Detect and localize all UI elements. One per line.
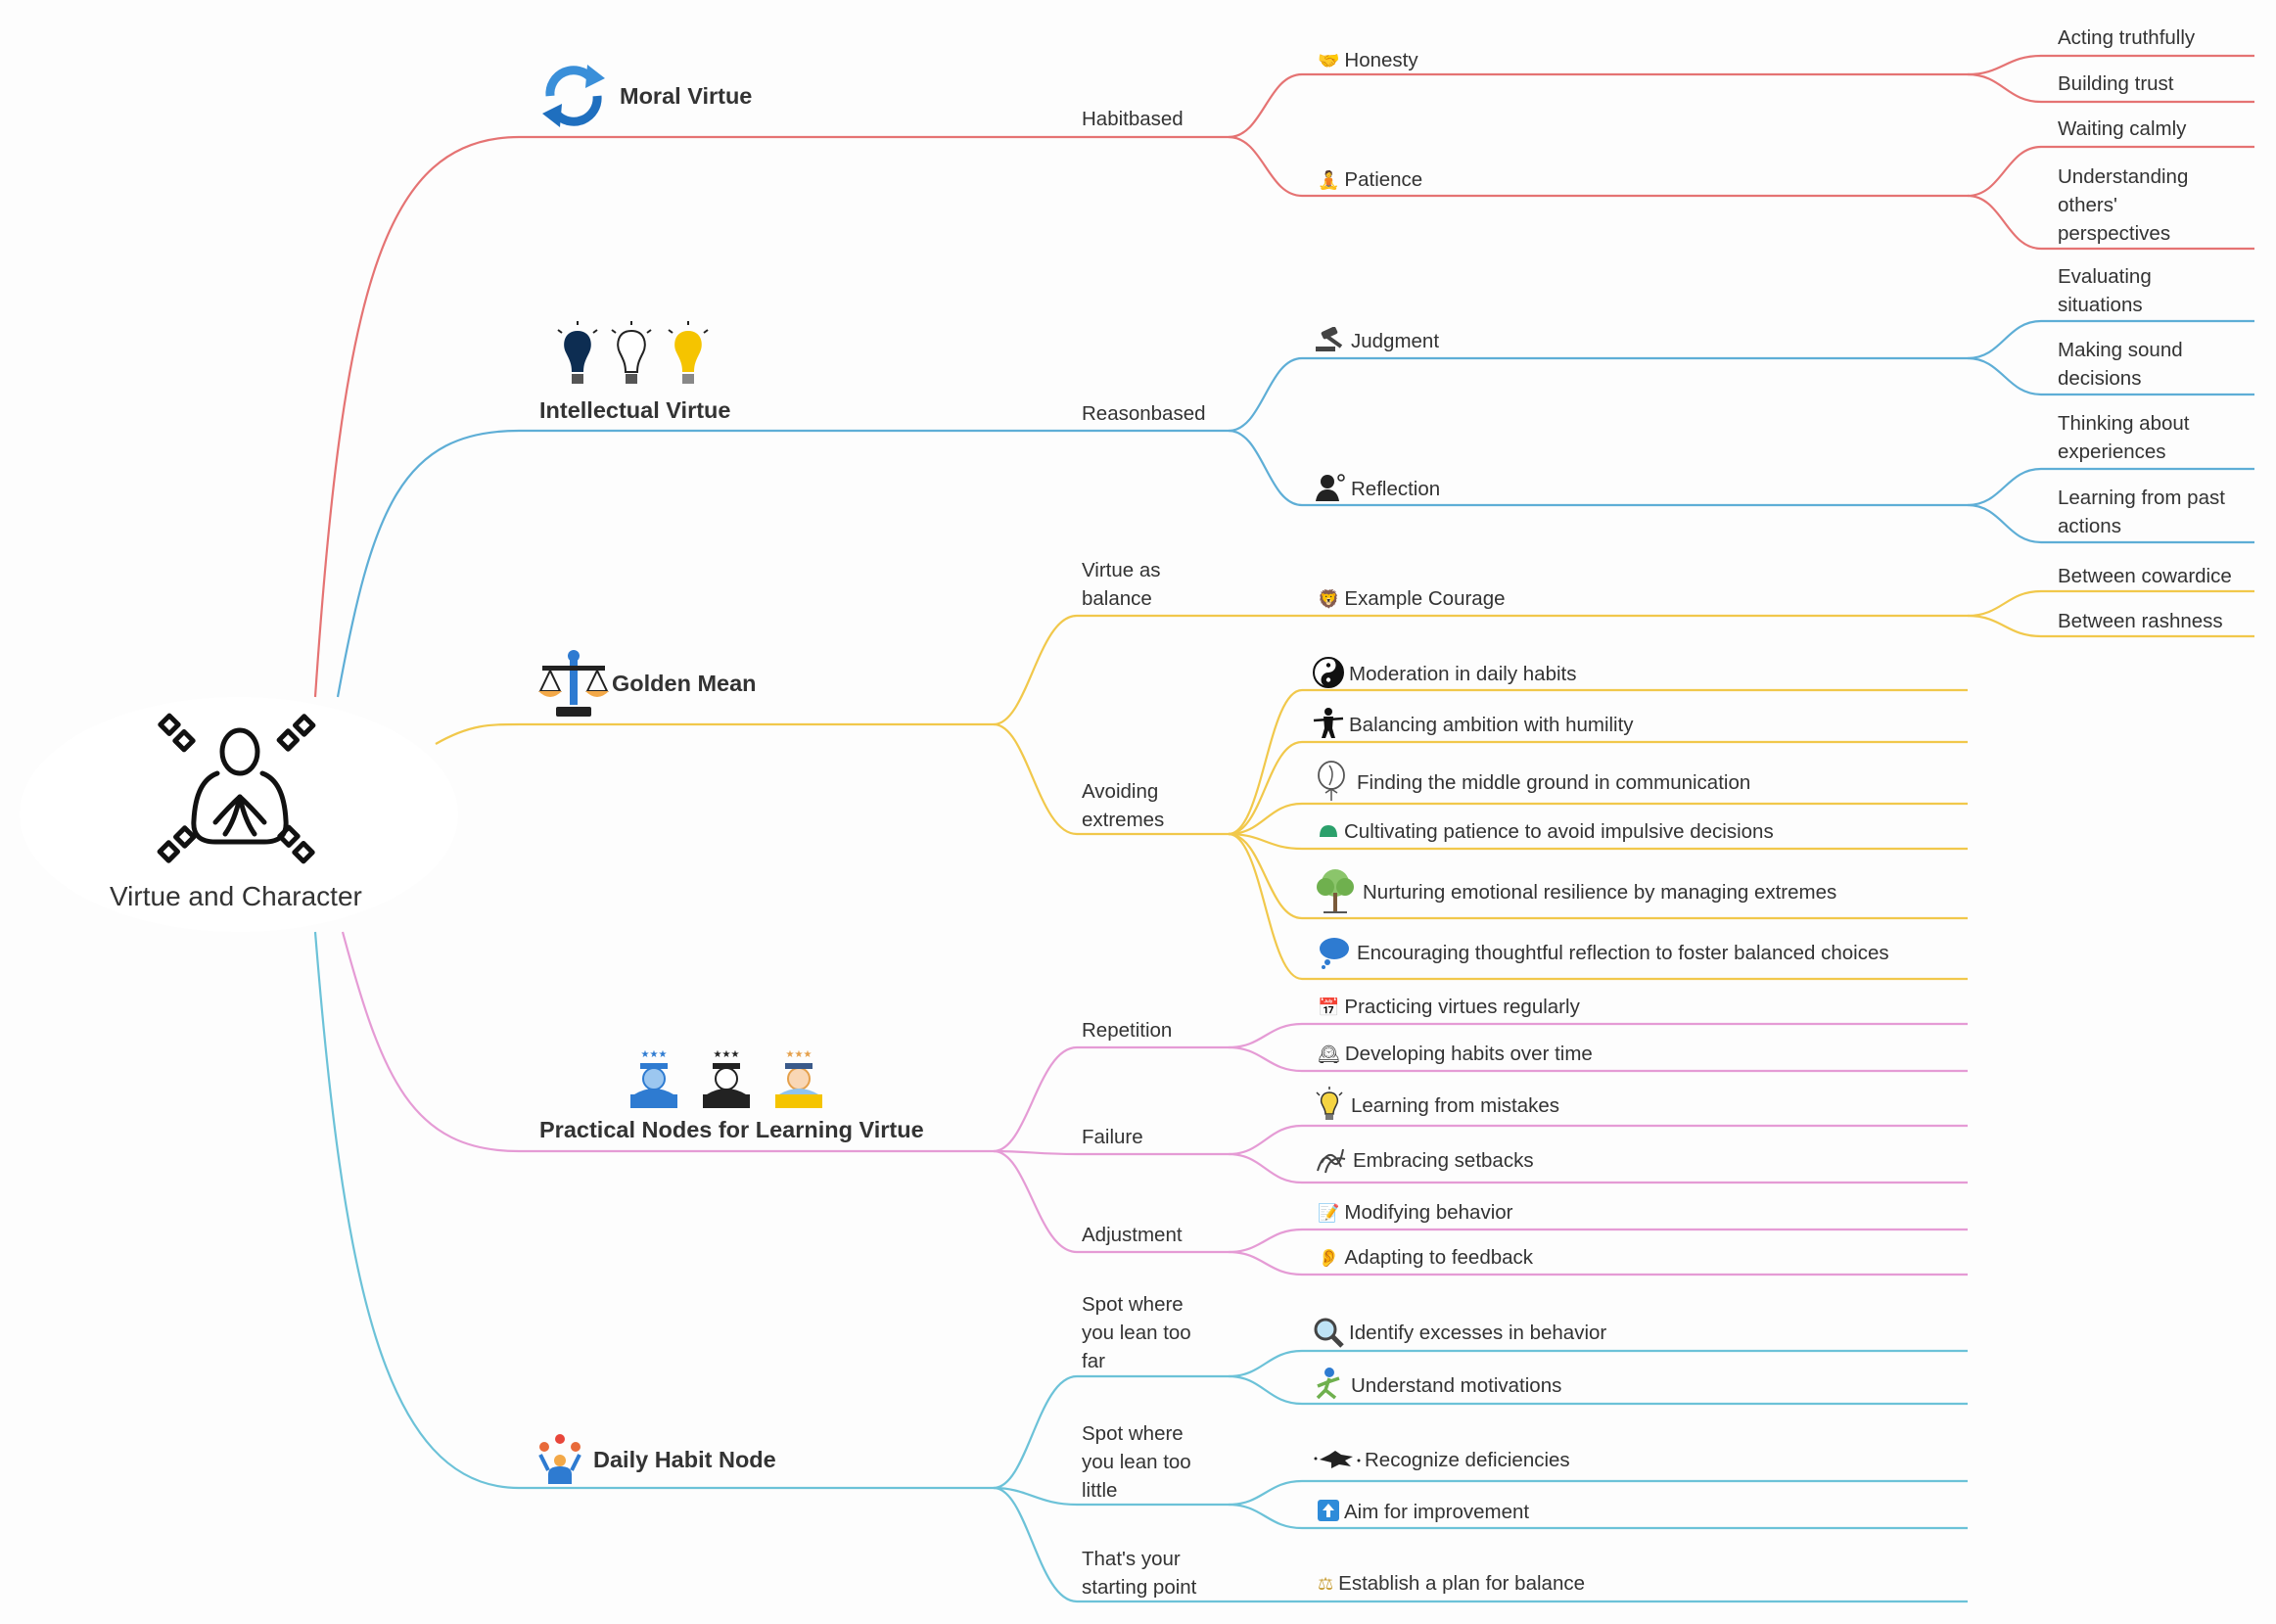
svg-text:★★★: ★★★ [786,1049,813,1060]
patience-node[interactable]: 🧘Patience [1318,168,1423,191]
lion-icon: 🦁 [1318,589,1340,610]
honesty-node[interactable]: 🤝Honesty [1318,49,1418,71]
reflection-node[interactable]: Reflection [1314,472,1440,502]
lean-too-little-node[interactable]: Spot where you lean too little [1082,1422,1191,1502]
thought-bubble-icon [1320,938,1349,969]
learning-from-mistakes-item[interactable]: Learning from mistakes [1312,1087,1559,1122]
recognize-deficiencies-item[interactable]: Recognize deficiencies [1312,1447,1570,1473]
daily-connectors [313,931,1968,1603]
moral-connectors [313,54,2254,698]
svg-text:★★★: ★★★ [714,1049,740,1060]
extreme-item-reflection[interactable]: Encouraging thoughtful reflection to fos… [1318,936,1889,969]
person-balancing-icon [1313,708,1344,738]
developing-habits-item[interactable]: 🕰Developing habits over time [1318,1043,1593,1065]
balance-scale-icon [538,650,609,717]
root-node[interactable] [20,697,458,932]
evaluating-situations-leaf[interactable]: Evaluating situations [2058,265,2152,316]
extreme-item-resilience[interactable]: Nurturing emotional resilience by managi… [1312,867,1836,914]
modifying-behavior-item[interactable]: 📝Modifying behavior [1318,1201,1513,1224]
virtue-as-balance-node[interactable]: Virtue as balance [1082,559,1161,610]
example-courage-node[interactable]: 🦁Example Courage [1318,587,1506,610]
extreme-item-patience[interactable]: Cultivating patience to avoid impulsive … [1318,820,1774,845]
learning-from-past-actions-leaf[interactable]: Learning from past actions [2058,487,2225,537]
runner-icon [1316,1368,1340,1400]
speech-head-icon [1318,761,1345,801]
reasonbased-node[interactable]: Reasonbased [1082,402,1206,425]
judgment-node[interactable]: Judgment [1314,326,1439,354]
gavel-icon [1316,326,1343,351]
ear-icon: 👂 [1318,1248,1340,1269]
habitbased-node[interactable]: Habitbased [1082,108,1184,130]
practical-nodes-title[interactable]: Practical Nodes for Learning Virtue [539,1117,924,1142]
splash-icon [1314,1451,1361,1468]
yin-yang-icon [1313,657,1344,688]
graduates-icon: ★★★ ★★★ ★★★ [630,1049,822,1108]
avoiding-extremes-node[interactable]: Avoiding extremes [1082,780,1165,831]
meditation-icon: 🧘 [1318,170,1340,191]
handshake-icon: 🤝 [1318,51,1340,71]
tree-icon [1317,869,1354,913]
embracing-setbacks-item[interactable]: Embracing setbacks [1314,1141,1534,1177]
extreme-item-ambition[interactable]: Balancing ambition with humility [1312,707,1634,740]
aim-for-improvement-item[interactable]: Aim for improvement [1318,1500,1529,1525]
thinking-person-icon [1316,474,1345,501]
calendar-icon: 📅 [1318,998,1340,1018]
intellectual-connectors [336,319,2254,698]
waiting-calmly-leaf[interactable]: Waiting calmly [2058,117,2187,140]
between-cowardice-leaf[interactable]: Between cowardice [2058,565,2232,587]
tangled-path-icon [1317,1148,1346,1174]
golden-connectors [435,589,2254,981]
building-trust-leaf[interactable]: Building trust [2058,72,2174,95]
root-title[interactable]: Virtue and Character [110,881,362,911]
memo-icon: 📝 [1318,1203,1340,1224]
understanding-others-leaf[interactable]: Understanding others' perspectives [2058,165,2189,245]
scale-icon: ⚖ [1318,1574,1334,1595]
helmet-icon [1320,825,1337,837]
practicing-virtues-item[interactable]: 📅Practicing virtues regularly [1318,996,1580,1018]
intellectual-virtue-title[interactable]: Intellectual Virtue [539,397,731,423]
idea-bulb-icon [1316,1087,1343,1120]
adjustment-node[interactable]: Adjustment [1082,1224,1183,1246]
lean-too-far-node[interactable]: Spot where you lean too far [1082,1293,1191,1372]
between-rashness-leaf[interactable]: Between rashness [2058,610,2223,632]
up-arrow-icon [1318,1500,1339,1521]
adapting-to-feedback-item[interactable]: 👂Adapting to feedback [1318,1246,1534,1269]
making-sound-decisions-leaf[interactable]: Making sound decisions [2058,339,2183,390]
identify-excesses-item[interactable]: Identify excesses in behavior [1312,1316,1606,1349]
failure-node[interactable]: Failure [1082,1126,1143,1148]
sync-arrows-icon [542,65,605,127]
understand-motivations-item[interactable]: Understand motivations [1312,1365,1561,1404]
clock-icon: 🕰 [1318,1044,1340,1065]
acting-truthfully-leaf[interactable]: Acting truthfully [2058,26,2196,49]
extreme-item-communication[interactable]: Finding the middle ground in communicati… [1312,760,1750,803]
thinking-about-experiences-leaf[interactable]: Thinking about experiences [2058,412,2190,463]
moral-virtue-title[interactable]: Moral Virtue [620,83,753,109]
light-bulbs-icon [557,321,709,384]
magnifier-icon [1314,1318,1344,1348]
meditating-person-icon [157,713,316,864]
repetition-node[interactable]: Repetition [1082,1019,1173,1042]
daily-habit-title[interactable]: Daily Habit Node [593,1447,776,1472]
extreme-item-moderation[interactable]: Moderation in daily habits [1312,656,1576,689]
juggling-person-icon [538,1434,581,1484]
starting-point-node[interactable]: That's your starting point [1082,1548,1197,1599]
svg-text:★★★: ★★★ [641,1049,668,1060]
golden-mean-title[interactable]: Golden Mean [612,671,757,696]
establish-plan-item[interactable]: ⚖Establish a plan for balance [1318,1572,1585,1595]
practical-connectors [341,931,1968,1276]
